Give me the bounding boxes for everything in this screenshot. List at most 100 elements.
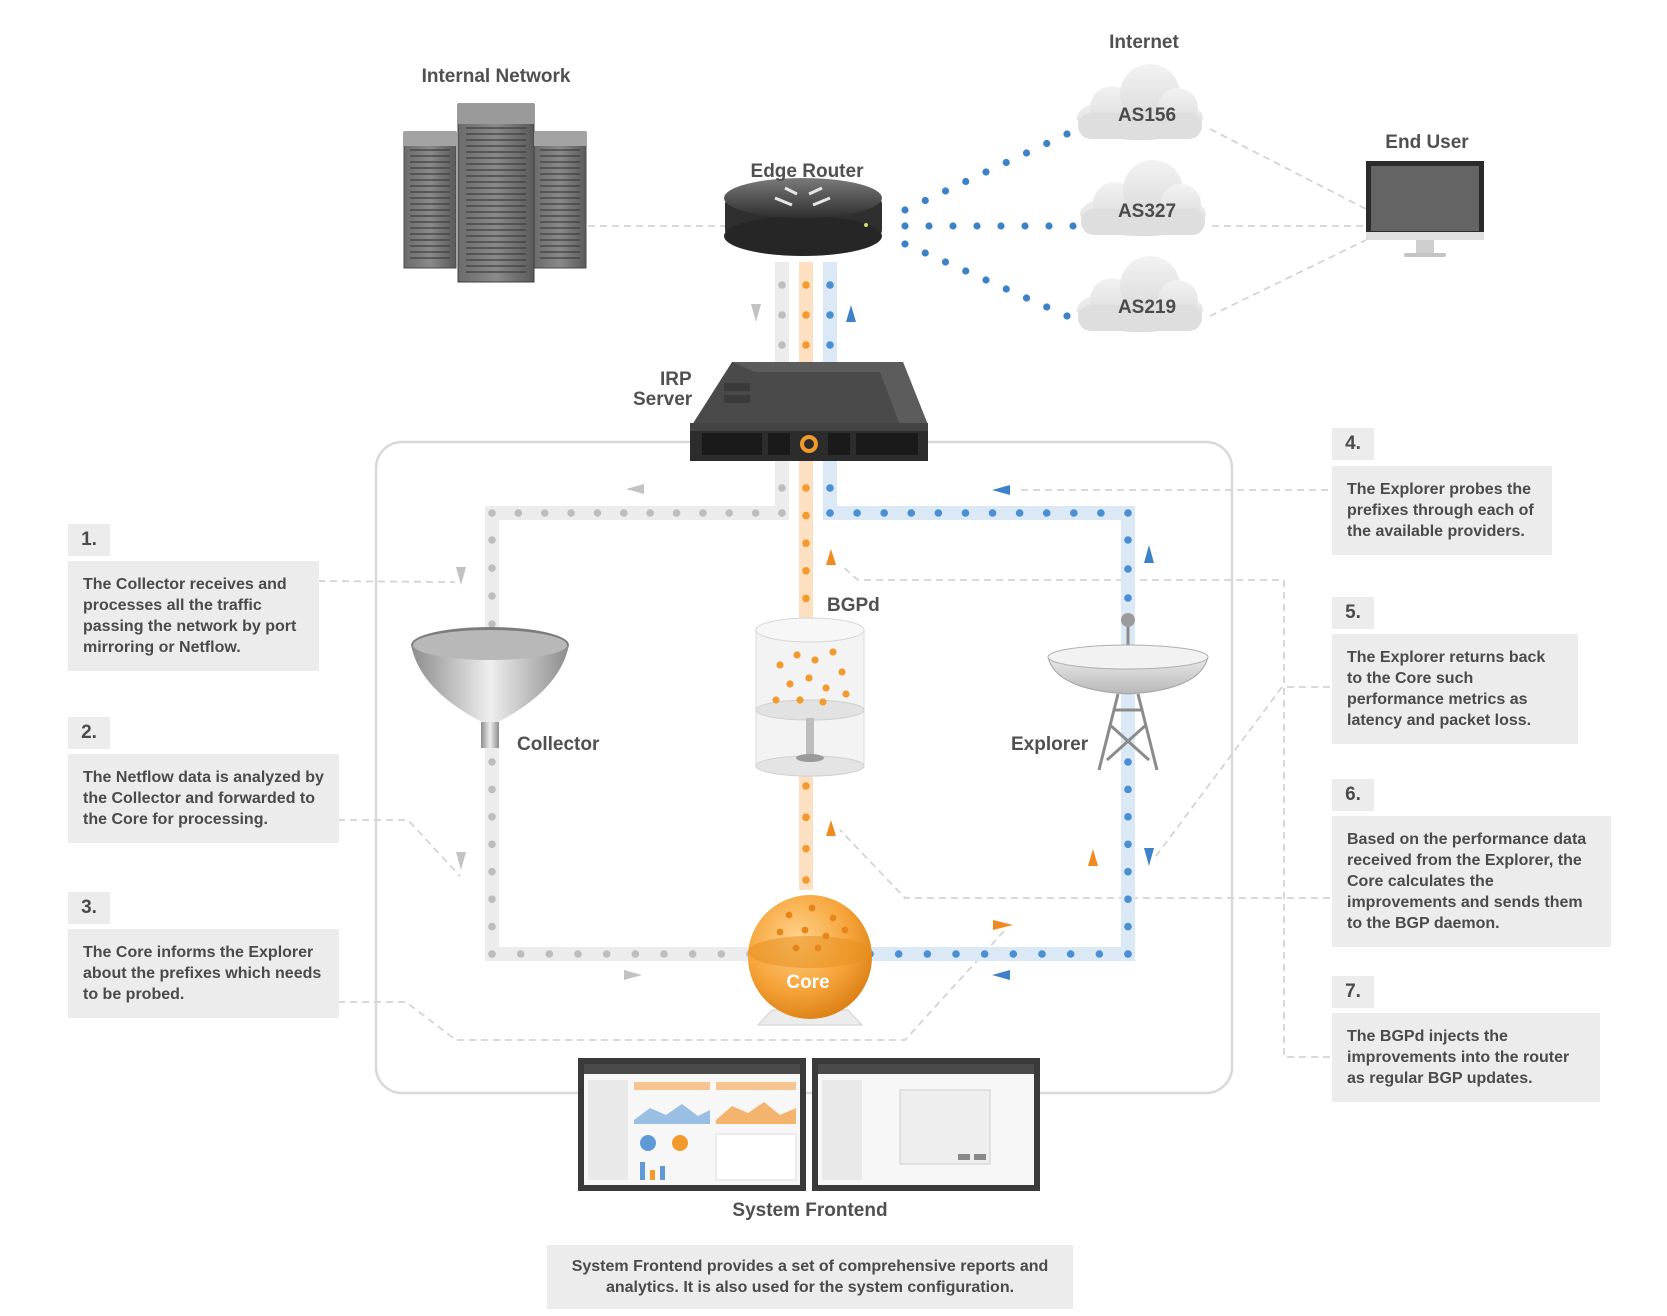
- flow-dot: [1124, 895, 1132, 903]
- flow-dot: [980, 950, 989, 958]
- irp-server-label-line1: IRP: [660, 369, 692, 390]
- flow-dot: [1124, 813, 1132, 821]
- flow-dot: [1124, 785, 1132, 794]
- flow-dot: [488, 922, 496, 931]
- step-1-number: 1.: [68, 524, 110, 556]
- flow-dot: [802, 341, 810, 349]
- flow-dot: [901, 222, 909, 230]
- flow-dot: [802, 813, 810, 822]
- flow-dot: [1124, 594, 1132, 602]
- flow-dot: [1069, 222, 1077, 230]
- flow-dot: [776, 661, 784, 669]
- flow-dot: [822, 684, 830, 692]
- flow-dot: [901, 206, 909, 214]
- step-1-note: The Collector receives and processes all…: [68, 561, 319, 671]
- flow-dot: [1097, 509, 1105, 517]
- flow-dot: [646, 509, 654, 517]
- flow-dot: [1070, 509, 1078, 517]
- step-5-number: 5.: [1332, 597, 1374, 629]
- flow-dot: [907, 509, 916, 517]
- end-user-label: End User: [1385, 132, 1469, 153]
- flow-dot: [802, 876, 810, 884]
- flow-dot: [574, 950, 582, 958]
- flow-dot: [802, 782, 810, 790]
- edge-router-label: Edge Router: [750, 161, 864, 182]
- system-frontend-label: System Frontend: [732, 1200, 888, 1221]
- flow-dot: [602, 950, 611, 958]
- provider-as156-label: AS156: [1117, 105, 1177, 126]
- cloud-icon: [1077, 64, 1206, 332]
- flow-dot: [982, 168, 990, 176]
- flow-dot: [1042, 509, 1051, 517]
- flow-dot: [811, 656, 819, 664]
- flow-dot: [1043, 139, 1051, 148]
- flow-dot: [962, 177, 970, 186]
- router-to-provider-links: [901, 130, 1077, 320]
- step-6-number: 6.: [1332, 779, 1374, 811]
- blue-dot-path: [826, 281, 1132, 958]
- flow-dot: [802, 844, 810, 853]
- flow-dot: [819, 698, 827, 706]
- flow-dot: [1009, 950, 1018, 958]
- flow-dot: [786, 680, 794, 688]
- explorer-label: Explorer: [1011, 734, 1089, 755]
- flow-dot: [802, 594, 810, 603]
- flow-dot: [853, 509, 861, 517]
- flow-dot: [593, 509, 602, 517]
- step-4-number: 4.: [1332, 428, 1374, 460]
- step-3-number: 3.: [68, 892, 110, 924]
- flow-dot: [488, 592, 496, 600]
- flow-dot: [934, 509, 943, 517]
- flow-dot: [751, 509, 760, 517]
- provider-as327-label: AS327: [1117, 201, 1177, 222]
- flow-dot: [488, 813, 496, 821]
- flow-dot: [793, 651, 801, 659]
- flow-dot: [838, 668, 846, 676]
- flow-dot: [1095, 950, 1104, 958]
- flow-dot: [1124, 565, 1132, 573]
- collector-label: Collector: [517, 734, 600, 755]
- flow-dot: [776, 928, 784, 936]
- flow-dot: [880, 509, 888, 517]
- flow-dot: [802, 281, 810, 289]
- flow-dot: [952, 950, 960, 958]
- flow-dot: [778, 509, 786, 517]
- step-7-number: 7.: [1332, 976, 1374, 1008]
- flow-dot: [1015, 509, 1024, 517]
- flow-dot: [921, 196, 929, 205]
- flow-dot: [488, 564, 496, 572]
- step-2-note: The Netflow data is analyzed by the Coll…: [68, 754, 339, 843]
- flow-dot: [778, 281, 786, 289]
- flow-dot: [1063, 312, 1071, 320]
- flow-dot: [829, 648, 837, 656]
- flow-dot: [688, 950, 697, 958]
- internet-label: Internet: [1109, 32, 1179, 53]
- step-2-number: 2.: [68, 717, 110, 749]
- flow-dot: [545, 950, 554, 958]
- flow-dot: [488, 950, 496, 958]
- flow-dot: [1124, 950, 1132, 958]
- flow-dot: [796, 696, 804, 704]
- flow-dot: [778, 311, 786, 319]
- flow-dot: [988, 509, 997, 517]
- flow-dot: [488, 536, 496, 544]
- flow-dot: [829, 914, 837, 922]
- flow-dot: [949, 222, 957, 230]
- step-3-note: The Core informs the Explorer about the …: [68, 929, 339, 1018]
- flow-dot: [973, 222, 981, 230]
- provider-as219-label: AS219: [1117, 297, 1177, 318]
- flow-dot: [826, 281, 834, 289]
- flow-dot: [801, 926, 809, 934]
- dashboard-screen-icon: [578, 1058, 1040, 1191]
- flow-dot: [997, 222, 1005, 230]
- core-label: Core: [786, 972, 830, 993]
- flow-dot: [1038, 950, 1046, 958]
- flow-dot: [1124, 536, 1132, 544]
- flow-dot: [1043, 303, 1051, 311]
- flow-dot: [826, 311, 834, 319]
- cylinder-icon: [755, 617, 865, 777]
- flow-dot: [672, 509, 681, 517]
- flow-arrows: [456, 304, 1154, 980]
- flow-dot: [1124, 867, 1132, 876]
